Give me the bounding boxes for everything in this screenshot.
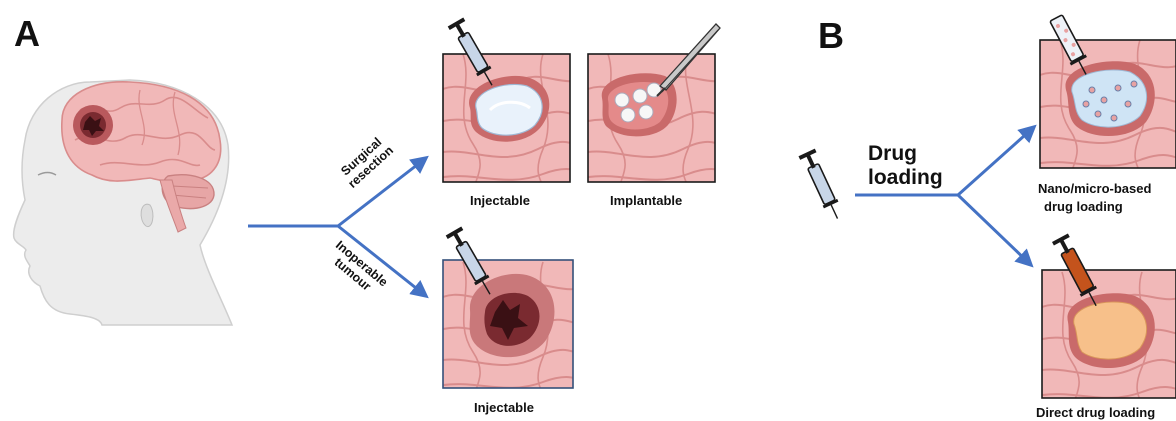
injectable-resection-image xyxy=(433,54,603,204)
caption-injectable-tumour: Injectable xyxy=(474,400,534,415)
syringe-icon xyxy=(799,149,846,223)
head-profile-icon xyxy=(14,80,232,325)
caption-direct-loading: Direct drug loading xyxy=(1036,405,1155,420)
caption-nano-line2: drug loading xyxy=(1044,199,1123,214)
caption-nano-line1: Nano/micro-based xyxy=(1038,181,1151,196)
caption-implantable: Implantable xyxy=(610,193,682,208)
caption-injectable-resection: Injectable xyxy=(470,193,530,208)
panel-a-label: A xyxy=(14,16,40,52)
drug-loading-line: loading xyxy=(868,166,943,190)
drug-loading-line: Drug xyxy=(868,142,943,166)
implantable-image xyxy=(578,54,748,204)
drug-loading-title: Drug loading xyxy=(868,142,943,190)
nano-loading-image xyxy=(1030,40,1176,190)
injectable-tumour-image xyxy=(433,260,603,412)
direct-loading-image xyxy=(1032,270,1176,421)
branch-arrows-a xyxy=(248,158,426,296)
panel-b-label: B xyxy=(818,18,844,54)
